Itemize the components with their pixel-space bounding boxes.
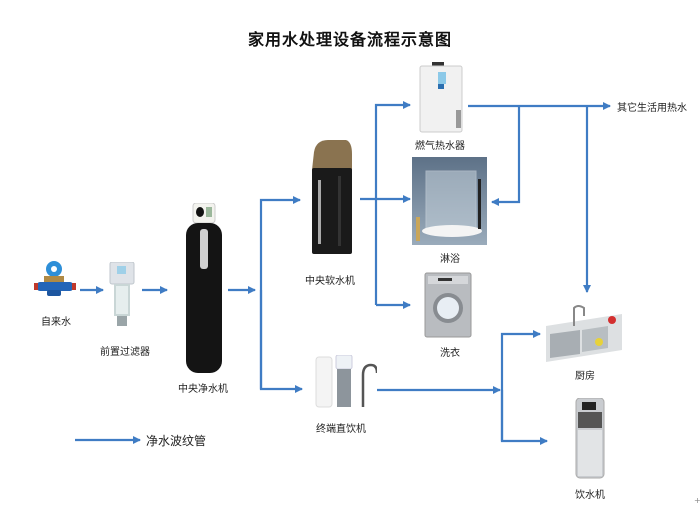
pipe-terminal-to-dispenser: [500, 390, 548, 445]
central-purifier-icon: [186, 203, 222, 373]
pre-filter-icon: [109, 262, 135, 326]
node-label-gas-heater: 燃气热水器: [415, 141, 465, 152]
pipe-softener-to-heater: [374, 101, 411, 305]
pipe-terminal-to-kitchen: [500, 330, 541, 441]
node-label-central-softener: 中央软水机: [305, 276, 355, 287]
washing-machine-icon: [424, 272, 472, 338]
corner-mark: +: [694, 496, 700, 505]
node-label-kitchen: 厨房: [575, 371, 595, 382]
water-softener-icon: [312, 140, 352, 254]
node-label-central-purifier: 中央净水机: [178, 384, 228, 395]
diagram-title: 家用水处理设备流程示意图: [247, 30, 452, 49]
water-dispenser-icon: [575, 398, 605, 479]
shower-room-icon: [412, 157, 487, 245]
legend-label: 净水波纹管: [146, 434, 207, 448]
pipe-split-terminal: [259, 290, 303, 393]
water-meter-icon: [34, 261, 76, 296]
node-label-washing: 洗衣: [440, 348, 460, 359]
node-label-other-hot-water: 其它生活用热水: [617, 103, 687, 114]
node-label-terminal-drinker: 终端直饮机: [316, 424, 366, 435]
node-label-dispenser: 饮水机: [575, 490, 605, 501]
kitchen-sink-icon: [546, 305, 622, 362]
node-label-pre-filter: 前置过滤器: [100, 347, 150, 358]
pipe-heater-to-shower: [491, 106, 521, 206]
terminal-drinking-purifier-icon: [315, 355, 377, 408]
node-label-tap-water: 自来水: [41, 317, 71, 328]
pipe-split-softener: [259, 196, 301, 389]
gas-water-heater-icon: [419, 62, 463, 133]
node-label-shower: 淋浴: [440, 254, 460, 265]
